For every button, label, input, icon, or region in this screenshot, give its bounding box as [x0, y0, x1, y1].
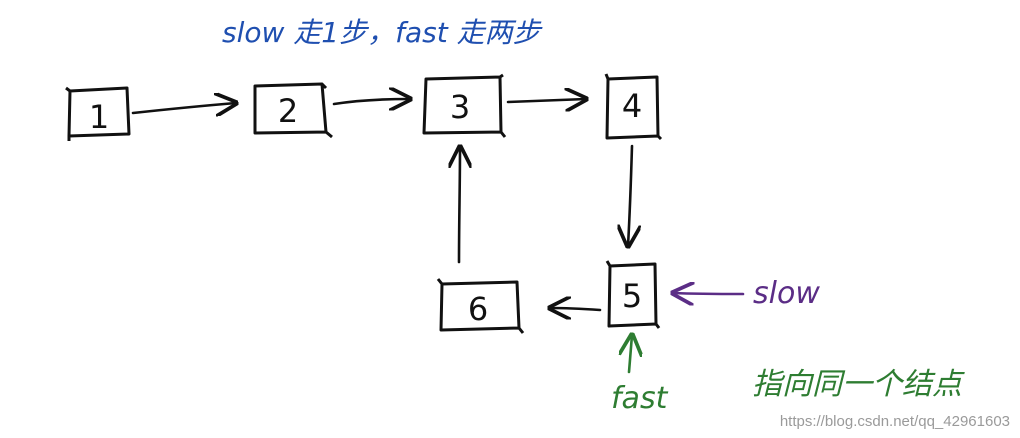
node-label: 1 [89, 98, 109, 136]
edge-1-to-2 [131, 103, 236, 113]
watermark: https://blog.csdn.net/qq_42961603 [779, 413, 1010, 430]
node-label: 2 [278, 92, 298, 130]
edge-2-to-3 [332, 99, 410, 104]
diagram-title: slow 走1步，fast 走两步 [222, 16, 543, 49]
node-label: 4 [622, 87, 642, 125]
edge-5-to-6 [550, 308, 602, 310]
slow-pointer: slow [673, 276, 820, 311]
node-2: 2 [253, 82, 333, 139]
edge-6-to-3 [459, 147, 460, 264]
meet-note: 指向同一个结点 [752, 367, 965, 402]
edge-3-to-4 [506, 99, 586, 102]
node-label: 5 [622, 277, 642, 315]
node-5: 5 [605, 260, 661, 329]
edge-4-to-5 [628, 144, 632, 246]
slow-pointer-label: slow [753, 276, 820, 311]
node-4: 4 [604, 73, 663, 141]
node-label: 6 [468, 290, 488, 328]
fast-pointer-label: fast [611, 381, 669, 416]
node-1: 1 [65, 86, 131, 141]
node-label: 3 [450, 88, 470, 126]
node-3: 3 [422, 73, 507, 138]
node-6: 6 [436, 278, 525, 334]
fast-pointer: fast [611, 335, 669, 416]
